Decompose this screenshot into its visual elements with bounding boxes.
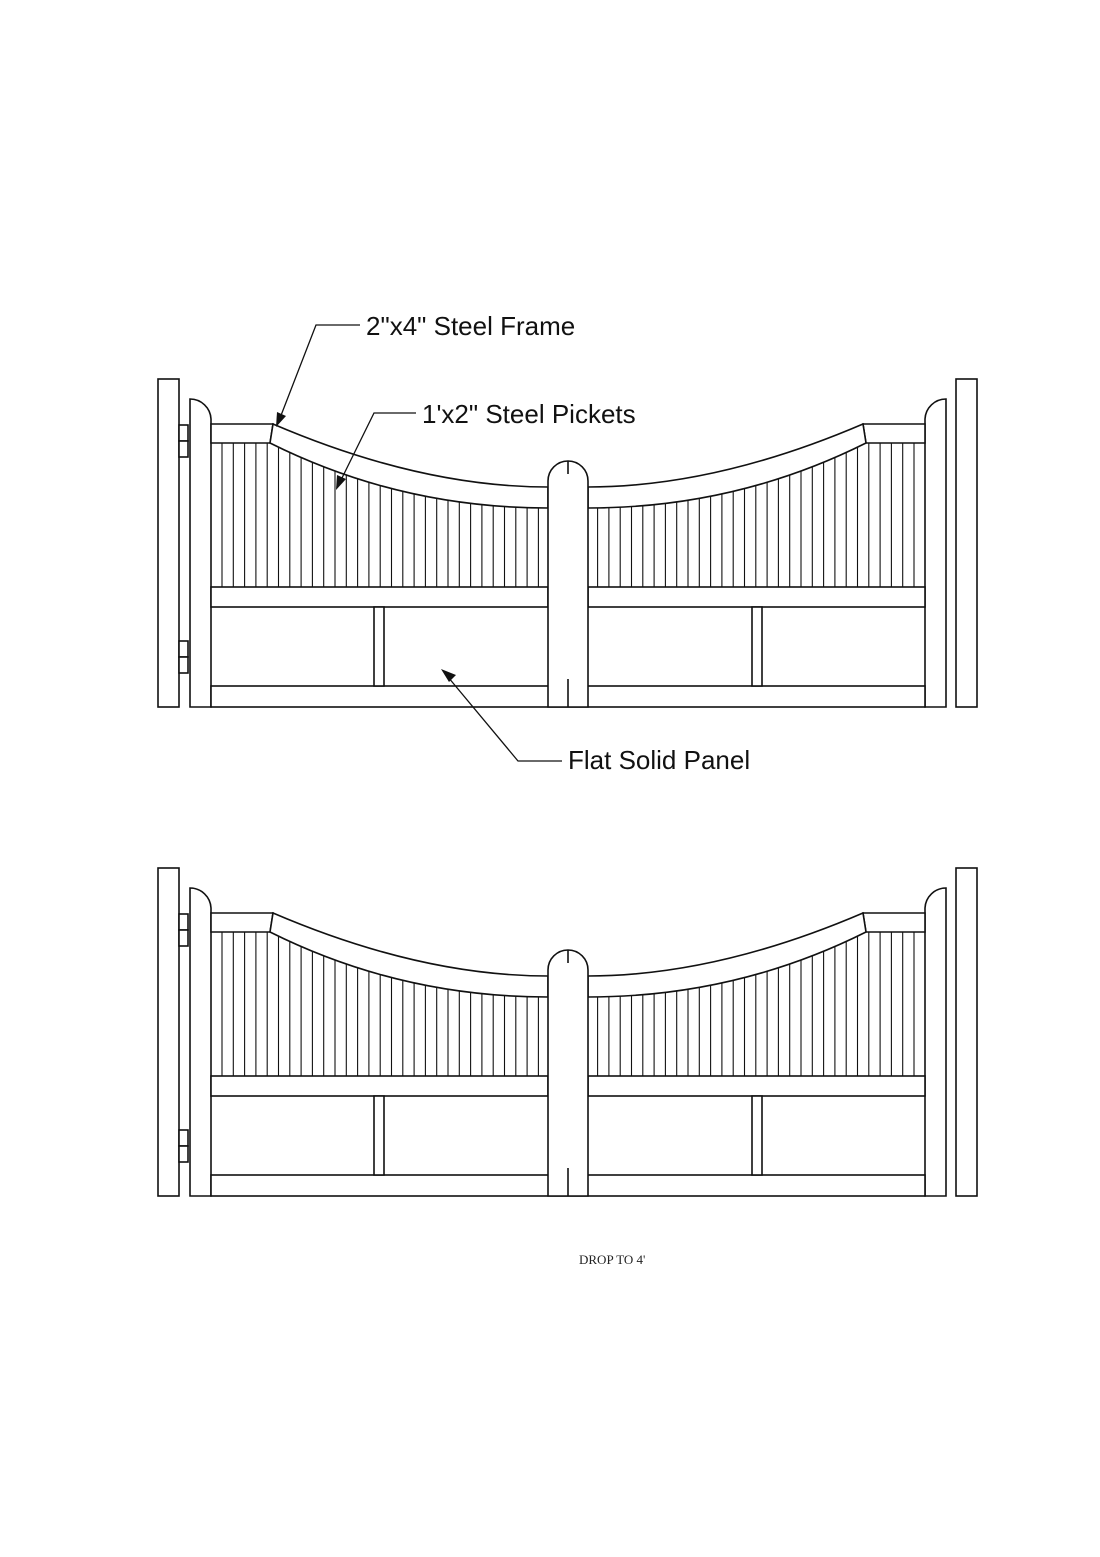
leader-flat-panel xyxy=(441,669,562,762)
label-steel-frame: 2"x4" Steel Frame xyxy=(366,311,576,341)
leader-steel-pickets xyxy=(336,412,416,490)
label-flat-solid-panel: Flat Solid Panel xyxy=(568,745,751,775)
gate-elevation-lower xyxy=(157,867,978,1197)
label-steel-pickets: 1'x2" Steel Pickets xyxy=(422,399,636,429)
leader-steel-frame xyxy=(276,324,360,427)
drop-note: DROP TO 4' xyxy=(579,1252,646,1267)
